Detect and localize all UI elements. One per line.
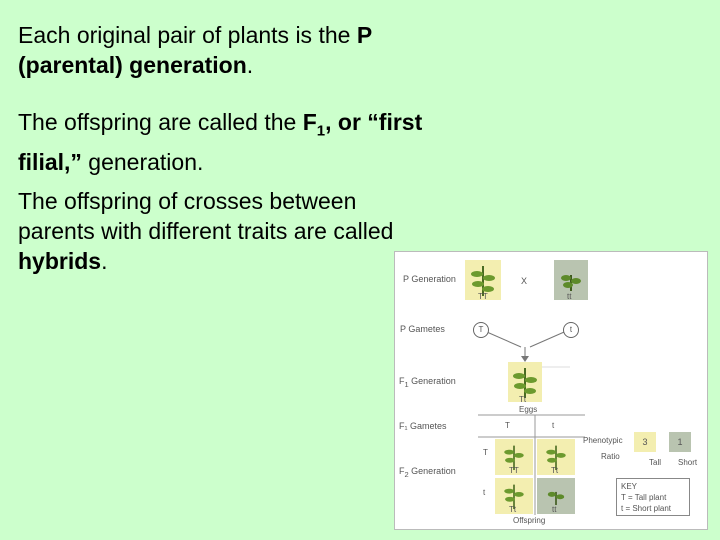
eggs-label: Eggs xyxy=(519,405,538,414)
ratio-tall-value: 3 xyxy=(634,432,656,452)
f2-generation-label: F2 Generation xyxy=(399,466,456,479)
sperm-T-label: T xyxy=(483,448,488,457)
p-gametes-label: P Gametes xyxy=(400,324,445,334)
ratio-short-value: 1 xyxy=(669,432,691,452)
tall-plant-icon xyxy=(471,266,495,296)
egg-T-label: T xyxy=(505,421,510,430)
f1-plant xyxy=(508,362,542,402)
f1-gametes-label: F₁ Gametes xyxy=(399,421,447,431)
short-plant-icon xyxy=(547,491,565,505)
p-short-genotype: tt xyxy=(567,292,572,301)
cross-symbol: X xyxy=(521,276,528,286)
key-short: t = Short plant xyxy=(621,504,672,513)
p-tall-plant xyxy=(465,260,501,300)
gamete-t: t xyxy=(563,322,579,338)
gamete-T: T xyxy=(473,322,489,338)
p-tall-genotype: TT xyxy=(478,292,488,301)
paragraph-hybrids: The offspring of crosses between parents… xyxy=(18,188,394,274)
egg-t-label: t xyxy=(552,421,555,430)
tall-plant-icon xyxy=(546,445,566,470)
short-label: Short xyxy=(678,458,698,467)
key-tall: T = Tall plant xyxy=(621,493,667,502)
short-plant-icon xyxy=(561,275,581,291)
sperm-t-label: t xyxy=(483,488,486,497)
paragraph-p-generation: Each original pair of plants is the P (p… xyxy=(18,22,372,78)
punnett-cell-Tt-1: Tt xyxy=(537,439,575,475)
f1-genotype: Tt xyxy=(519,395,527,404)
mendel-cross-figure: P Generation TT X tt P Gametes T t F1 Ge… xyxy=(394,251,708,530)
punnett-cell-tt: tt xyxy=(537,478,575,514)
punnett-cell-Tt-2: Tt xyxy=(495,478,533,514)
ratio-label: Ratio xyxy=(601,452,620,461)
p-generation-label: P Generation xyxy=(403,274,456,284)
figure-key: KEY T = Tall plant t = Short plant xyxy=(616,478,690,516)
tall-plant-icon xyxy=(504,484,524,509)
p-short-plant xyxy=(554,260,588,300)
phenotypic-label: Phenotypic xyxy=(583,436,623,445)
tall-plant-icon xyxy=(513,368,537,398)
offspring-label: Offspring xyxy=(513,516,546,525)
tall-plant-icon xyxy=(504,445,524,470)
punnett-cell-TT: TT xyxy=(495,439,533,475)
paragraph-f1-generation: The offspring are called the F1, or “fir… xyxy=(18,109,423,175)
f1-generation-label: F1 Generation xyxy=(399,376,456,389)
tall-label: Tall xyxy=(649,458,662,467)
key-title: KEY xyxy=(621,482,638,491)
